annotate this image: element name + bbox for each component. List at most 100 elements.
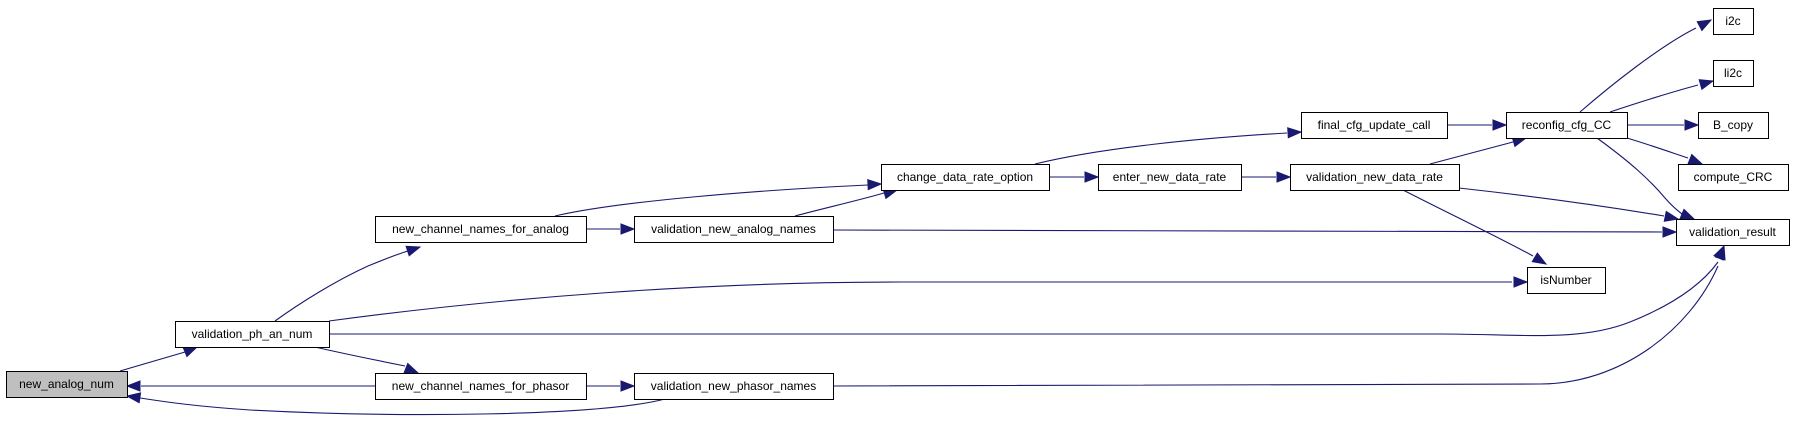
node-box: [1527, 267, 1606, 294]
node-box: [1713, 8, 1754, 35]
node-box: [1678, 164, 1789, 191]
arrowhead-icon: [1696, 19, 1713, 32]
edge-line: [1626, 137, 1689, 159]
node-new-channel-names-for-analog[interactable]: new_channel_names_for_analog: [375, 216, 587, 243]
node-label: validation_ph_an_num: [192, 327, 313, 341]
arrowhead-icon: [125, 392, 142, 404]
edge-line: [329, 261, 1719, 337]
node-box: [6, 371, 128, 398]
edge-line: [554, 184, 869, 217]
edge-validation-new-data-rate-to-reconfig-cfg-cc: [1429, 136, 1528, 165]
edge-validation-ph-an-num-to-validation-result: [329, 244, 1725, 337]
node-box: [1713, 60, 1754, 87]
node-box: [1098, 164, 1242, 191]
edge-validation-new-phasor-names-to-validation-result: [832, 244, 1726, 387]
node-label: new_channel_names_for_analog: [392, 222, 569, 236]
node-label: validation_new_data_rate: [1306, 170, 1443, 184]
arrowhead-icon: [125, 380, 141, 392]
node-box: [881, 164, 1050, 191]
node-validation-result[interactable]: validation_result: [1676, 219, 1790, 246]
node-label: validation_new_analog_names: [651, 222, 816, 236]
edge-new-channel-names-for-analog-to-validation-new-analog-names: [586, 223, 636, 235]
node-label: validation_new_phasor_names: [651, 379, 816, 393]
edge-validation-new-data-rate-to-validation-result: [1458, 187, 1680, 222]
arrowhead-icon: [1662, 226, 1678, 238]
node-validation-new-analog-names[interactable]: validation_new_analog_names: [634, 216, 834, 243]
node-new-channel-names-for-phasor[interactable]: new_channel_names_for_phasor: [375, 373, 587, 400]
node-validation-new-phasor-names[interactable]: validation_new_phasor_names: [634, 373, 834, 400]
edge-new-channel-names-for-analog-to-change-data-rate-option: [554, 178, 883, 217]
edge-validation-new-analog-names-to-validation-result: [832, 226, 1678, 238]
edge-line: [314, 346, 406, 367]
node-label: enter_new_data_rate: [1113, 170, 1227, 184]
edge-new-channel-names-for-phasor-to-validation-new-phasor-names: [586, 380, 636, 392]
node-reconfig-cfg-cc[interactable]: reconfig_cfg_CC: [1506, 112, 1628, 139]
edge-new-channel-names-for-phasor-to-new-analog-num: [125, 380, 375, 392]
node-box: [375, 373, 587, 400]
edges-layer: [119, 19, 1726, 416]
arrowhead-icon: [867, 178, 883, 191]
arrowhead-icon: [1663, 210, 1680, 222]
node-validation-new-data-rate[interactable]: validation_new_data_rate: [1290, 164, 1460, 191]
node-i2c[interactable]: i2c: [1713, 8, 1754, 35]
node-validation-ph-an-num[interactable]: validation_ph_an_num: [175, 321, 330, 348]
arrowhead-icon: [182, 346, 199, 358]
arrowhead-icon: [1679, 208, 1696, 220]
node-label: final_cfg_update_call: [1318, 118, 1431, 132]
edge-line: [139, 397, 666, 416]
node-change-data-rate-option[interactable]: change_data_rate_option: [881, 164, 1050, 191]
edge-enter-new-data-rate-to-validation-new-data-rate: [1241, 171, 1292, 183]
node-box: [634, 216, 834, 243]
edge-line: [119, 351, 186, 372]
edge-validation-ph-an-num-to-new-channel-names-for-analog: [274, 245, 422, 322]
arrowhead-icon: [1714, 244, 1726, 261]
edge-reconfig-cfg-cc-to-validation-result: [1596, 137, 1696, 220]
edge-reconfig-cfg-cc-to-i2c: [1579, 19, 1713, 113]
nodes-layer: new_analog_num validation_ph_an_num new_ch…: [6, 8, 1790, 400]
node-label: isNumber: [1540, 273, 1591, 287]
node-box: [1301, 112, 1448, 139]
edge-validation-new-phasor-names-to-new-analog-num: [125, 392, 666, 416]
edge-validation-new-data-rate-to-isnumber: [1402, 189, 1548, 265]
node-box: [375, 216, 587, 243]
node-enter-new-data-rate[interactable]: enter_new_data_rate: [1098, 164, 1242, 191]
edge-line: [832, 229, 1663, 233]
node-final-cfg-update-call[interactable]: final_cfg_update_call: [1301, 112, 1448, 139]
node-label: reconfig_cfg_CC: [1522, 118, 1612, 132]
edge-line: [1579, 27, 1697, 113]
edge-validation-new-analog-names-to-change-data-rate-option: [794, 188, 899, 217]
arrowhead-icon: [405, 245, 422, 257]
edge-line: [794, 192, 885, 217]
node-label: li2c: [1724, 66, 1742, 80]
edge-validation-ph-an-num-to-new-channel-names-for-phasor: [314, 346, 420, 374]
edge-line: [832, 265, 1719, 387]
arrowhead-icon: [1513, 276, 1529, 288]
arrowhead-icon: [620, 380, 636, 392]
edge-line: [1609, 84, 1699, 113]
node-compute-crc[interactable]: compute_CRC: [1678, 164, 1789, 191]
node-label: i2c: [1725, 14, 1740, 28]
node-box: [634, 373, 834, 400]
edge-line: [1034, 132, 1288, 165]
node-box: [1290, 164, 1460, 191]
node-label: new_channel_names_for_phasor: [392, 379, 569, 393]
node-box: [1676, 219, 1790, 246]
edge-line: [1596, 137, 1683, 215]
node-b-copy[interactable]: B_copy: [1698, 112, 1769, 139]
edge-validation-ph-an-num-to-isnumber: [328, 276, 1529, 322]
node-label: validation_result: [1689, 225, 1776, 239]
edge-new-analog-num-to-validation-ph-an-num: [119, 346, 199, 372]
arrowhead-icon: [620, 223, 636, 235]
node-box: [1698, 112, 1769, 139]
edge-line: [274, 250, 409, 322]
node-label: compute_CRC: [1694, 170, 1773, 184]
node-box: [175, 321, 330, 348]
node-label: change_data_rate_option: [897, 170, 1033, 184]
node-li2c[interactable]: li2c: [1713, 60, 1754, 87]
node-new-analog-num[interactable]: new_analog_num: [6, 371, 128, 398]
edge-reconfig-cfg-cc-to-b-copy: [1627, 119, 1700, 131]
arrowhead-icon: [1698, 79, 1715, 91]
node-isnumber[interactable]: isNumber: [1527, 267, 1606, 294]
edge-line: [328, 281, 1512, 322]
